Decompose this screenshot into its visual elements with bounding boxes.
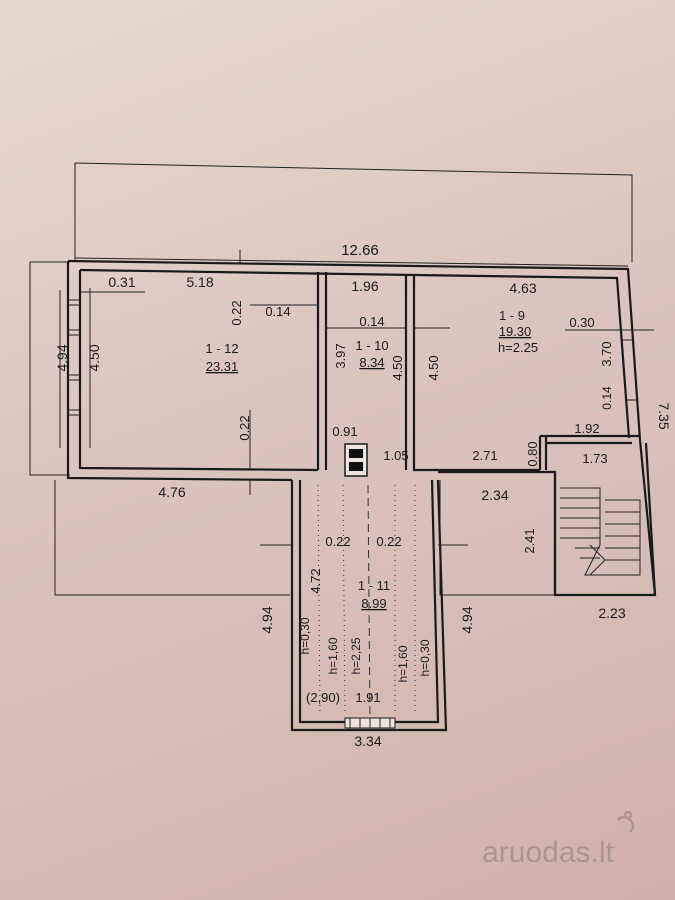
r11-number-label: 1 - 11 xyxy=(358,578,390,593)
left-veranda xyxy=(29,261,70,476)
outer-right-label: 2.34 xyxy=(481,487,508,503)
watermark-text: aruodas.lt xyxy=(482,836,614,869)
r11-ceil-2-label: h=1,60 xyxy=(326,637,340,674)
left-depth-outer-label: 4.94 xyxy=(54,344,70,371)
chimney xyxy=(344,443,368,477)
r12-width-label: 5.18 xyxy=(186,274,213,290)
left-depth-inner-label: 4.50 xyxy=(86,344,102,371)
stair-depth-label: 2.41 xyxy=(522,528,537,553)
room-1-11-walls xyxy=(290,479,448,732)
r11-area-label: 8.99 xyxy=(361,596,386,611)
r11-inner-w-label: 1.91 xyxy=(355,690,380,705)
r9-bottom-len-label: 2.71 xyxy=(472,448,497,463)
r10-width-label: 1.96 xyxy=(351,278,378,294)
r10-area-label: 8.34 xyxy=(359,355,384,370)
r9-number-label: 1 - 9 xyxy=(499,308,525,323)
r11-wall-l-label: 0.22 xyxy=(325,534,350,549)
r11-outer-w-label: 3.34 xyxy=(354,733,381,749)
r12-area-label: 23.31 xyxy=(206,359,239,374)
partitions xyxy=(316,272,640,472)
r9-bottom-wall-label: 0.80 xyxy=(525,441,540,466)
outer-left-label: 4.76 xyxy=(158,484,185,500)
r11-wall-r-label: 0.22 xyxy=(376,534,401,549)
r11-depth-label: 4.72 xyxy=(308,568,323,593)
r9-width-label: 4.63 xyxy=(509,280,536,296)
staircase xyxy=(553,442,657,596)
stair-inner-label: 1.73 xyxy=(582,451,607,466)
dimension-lines xyxy=(59,250,654,596)
r9-height-label: h=2.25 xyxy=(498,340,538,355)
r10-wall-label: 0.14 xyxy=(359,314,384,329)
r11-inner-h-label: (2,90) xyxy=(306,690,340,705)
side-left-label: 4.94 xyxy=(259,606,275,633)
r11-ceil-5-label: h=0,30 xyxy=(418,639,432,676)
r11-ceil-1-label: h=0,30 xyxy=(298,617,312,654)
stair-bottom-label: 2.23 xyxy=(598,605,625,621)
r10-number-label: 1 - 10 xyxy=(355,338,388,353)
r12-wall-top-label: 0.22 xyxy=(229,300,244,325)
r9-right-depth-label: 3.70 xyxy=(599,341,614,366)
r9-wall-right-label: 0.30 xyxy=(569,315,594,330)
stair-top-label: 1.92 xyxy=(574,421,599,436)
r10-chimney-label: 0.91 xyxy=(332,424,357,439)
r11-ceil-4-label: h=1,60 xyxy=(396,645,410,682)
r12-wall-side-label: 0.14 xyxy=(265,304,290,319)
r11-ceil-3-label: h=2,25 xyxy=(349,637,363,674)
dimension-labels: 12.66 0.31 5.18 0.22 0.14 1 - 12 23.31 0… xyxy=(54,242,672,749)
overall-width-label: 12.66 xyxy=(341,242,379,259)
r12-offset-label: 0.31 xyxy=(108,274,135,290)
watermark: aruodas.lt xyxy=(482,810,635,869)
outer-walls xyxy=(66,259,657,597)
r10-depth-right-label: 4.50 xyxy=(390,355,405,380)
r9-area-label: 19.30 xyxy=(499,324,532,339)
r9-depth-label: 4.50 xyxy=(426,355,441,380)
r12-wall-bottom-label: 0.22 xyxy=(237,415,252,440)
r9-wall-small-label: 0.14 xyxy=(600,386,614,410)
r10-depth-label: 3.97 xyxy=(333,343,348,368)
overall-depth-label: 7.35 xyxy=(656,402,672,429)
r12-number-label: 1 - 12 xyxy=(205,341,238,356)
side-right-label: 4.94 xyxy=(459,606,475,633)
r10-gap-label: 1.05 xyxy=(383,448,408,463)
